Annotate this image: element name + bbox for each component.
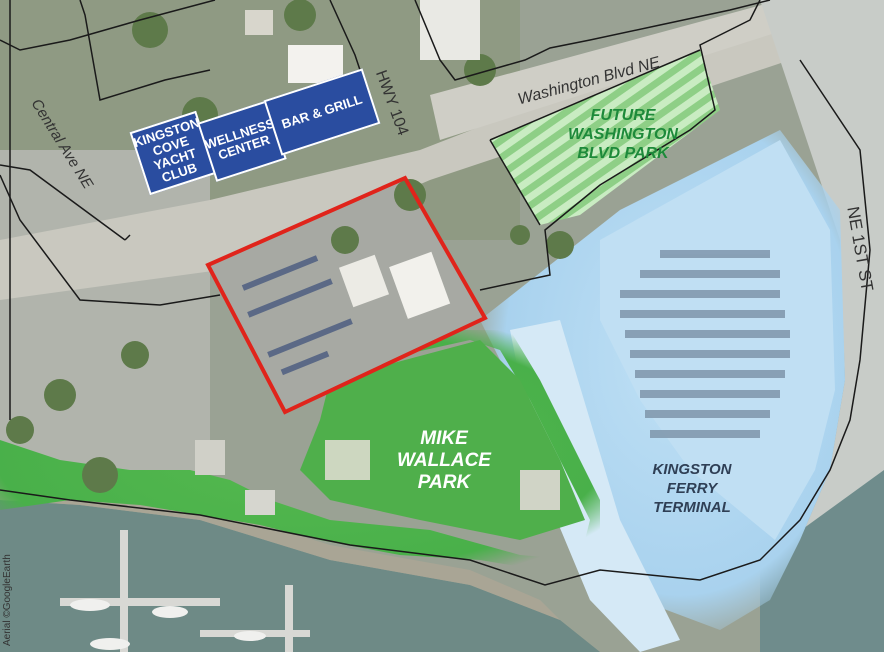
label-future-washington-blvd-park: FUTURE WASHINGTON BLVD PARK — [568, 107, 678, 162]
project-site-boundary — [205, 175, 488, 415]
business-label-wellness-center: WELLNESS CENTER — [203, 115, 277, 163]
aerial-credit: Aerial ©GoogleEarth — [2, 554, 13, 646]
business-label-bar-grill: BAR & GRILL — [279, 91, 365, 132]
label-mike-wallace-park: MIKE WALLACE PARK — [397, 428, 491, 493]
label-kingston-ferry-terminal: KINGSTON FERRY TERMINAL — [652, 461, 732, 516]
